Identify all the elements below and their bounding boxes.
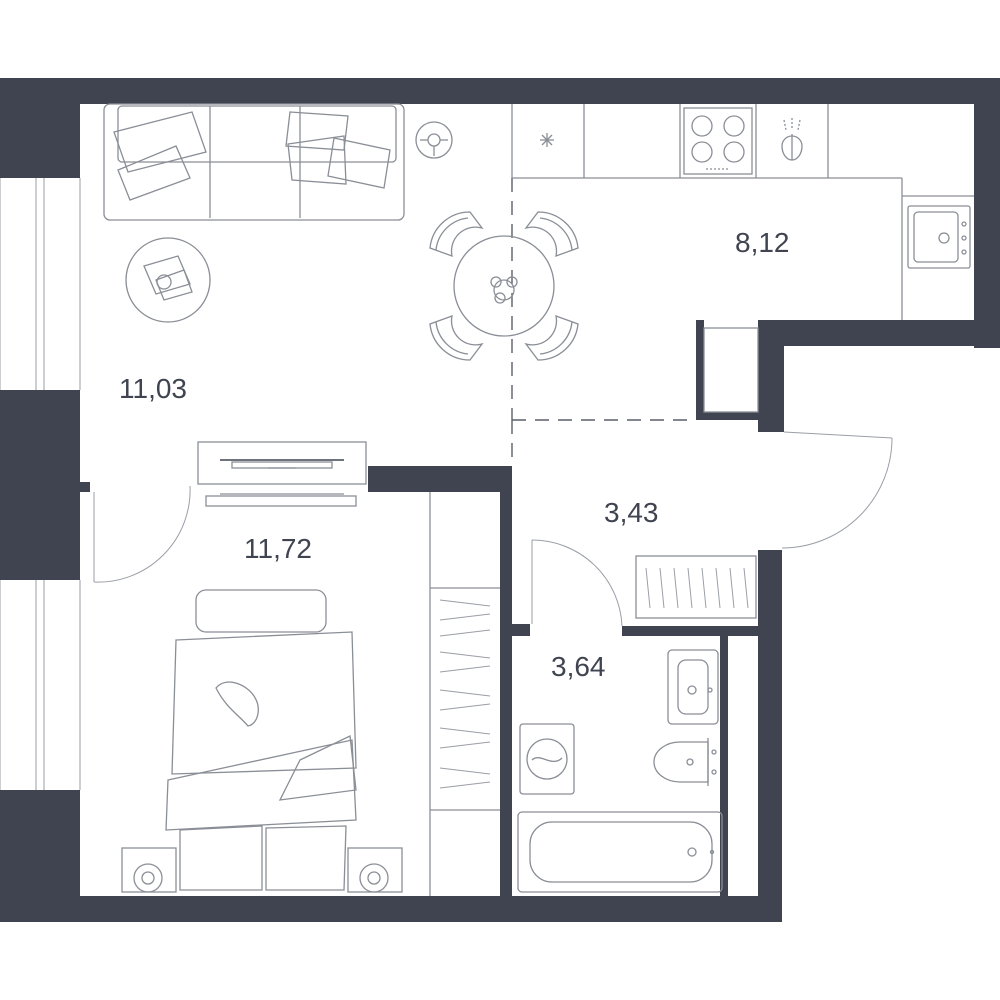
dining-chair-bl [429,314,484,361]
wall-left-mid [0,390,80,580]
living-room-area: 11,03 [119,373,187,404]
fridge-icon [540,133,554,147]
wall-right-bath [758,550,782,922]
dining-chair-tr [524,211,579,258]
window-living [0,178,81,390]
ventilation-shaft [703,327,759,413]
cooktop-icon [683,107,753,175]
dining-chair-br [524,314,579,361]
wall-bath-inner [720,636,728,896]
walls [0,78,1000,922]
wall-right-hall [758,320,784,432]
kitchen-counter [511,104,974,320]
wall-bedroom-top-left [80,482,90,492]
faucet-icon [781,118,803,161]
kitchen-area: 8,12 [735,227,790,258]
nightstand-right [347,847,403,893]
kitchen-sink-icon [907,205,971,269]
wall-kitchen-bottom [758,320,1000,346]
bath-sink-icon [667,649,719,725]
wall-shaft-left [696,320,704,420]
wall-shaft-bottom [696,412,758,420]
hall-wardrobe [635,555,757,619]
entrance-door [781,431,893,549]
wall-top [0,78,1000,104]
bed [165,589,357,891]
dining-chair-tl [429,211,484,258]
windows [0,178,81,790]
bathtub-icon [517,811,723,893]
washing-machine-icon [519,723,575,795]
bedroom-door [93,485,191,583]
wall-bottom [0,896,782,922]
bedroom-area: 11,72 [244,533,312,564]
wall-bedroom-right [500,466,512,896]
toilet-icon [653,738,717,786]
bathroom-door [531,539,623,627]
doors [93,431,893,627]
tv-stand [197,441,367,485]
wall-bedroom-top [368,466,512,492]
coffee-table [125,237,211,323]
wardrobe-bedroom [429,492,500,896]
dining-table [453,235,555,337]
area-labels: 11,03 8,12 11,72 3,43 3,64 [119,227,790,682]
wall-left-top [0,78,80,178]
wall-bath-top [622,626,758,636]
nightstand-left [121,847,177,893]
floor-lamp [415,121,453,159]
zone-dividers [511,178,696,466]
sofa [103,103,405,221]
bathroom-area: 3,64 [551,651,606,682]
tv-wall-bedroom [205,493,357,507]
wall-right-kitchen [974,78,1000,348]
window-bedroom [0,580,81,790]
wall-bath-left [500,624,530,636]
hall-area: 3,43 [604,497,659,528]
